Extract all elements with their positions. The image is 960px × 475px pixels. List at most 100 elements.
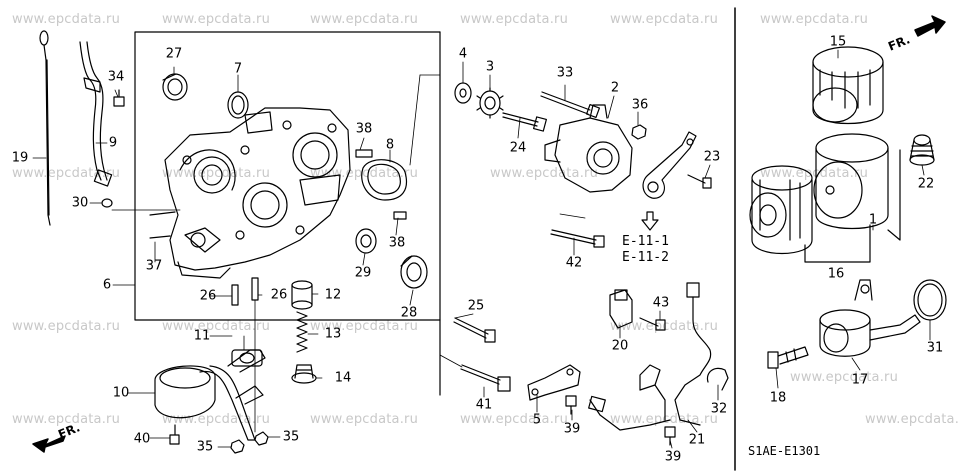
seal-29 bbox=[355, 228, 377, 254]
callout-4[interactable]: 4 bbox=[458, 46, 468, 62]
callout-5[interactable]: 5 bbox=[532, 412, 542, 428]
watermark: www.epcdata.ru bbox=[760, 166, 869, 181]
callout-26[interactable]: 26 bbox=[270, 287, 288, 303]
reference-e-11-1[interactable]: E-11-1 bbox=[622, 234, 669, 249]
callout-7[interactable]: 7 bbox=[233, 61, 243, 77]
nipple-22 bbox=[909, 134, 935, 166]
bolt-42 bbox=[550, 229, 605, 248]
oil-pump-housing bbox=[149, 107, 351, 279]
callout-3[interactable]: 3 bbox=[485, 59, 495, 75]
callout-1[interactable]: 1 bbox=[868, 212, 878, 228]
spring-13 bbox=[296, 311, 308, 353]
callout-39[interactable]: 39 bbox=[664, 449, 682, 465]
water-pump-2 bbox=[544, 104, 633, 193]
callout-21[interactable]: 21 bbox=[688, 432, 706, 448]
bolt-34 bbox=[113, 89, 125, 107]
pin-26b bbox=[251, 277, 259, 301]
watermark: www.epcdata.ru bbox=[865, 412, 960, 427]
callout-32[interactable]: 32 bbox=[710, 401, 728, 417]
callout-31[interactable]: 31 bbox=[926, 340, 944, 356]
watermark: www.epcdata.ru bbox=[12, 166, 121, 181]
callout-38[interactable]: 38 bbox=[388, 235, 406, 251]
watermark: www.epcdata.ru bbox=[12, 319, 121, 334]
callout-19[interactable]: 19 bbox=[11, 150, 29, 166]
watermark: www.epcdata.ru bbox=[610, 12, 719, 27]
callout-9[interactable]: 9 bbox=[108, 135, 118, 151]
callout-24[interactable]: 24 bbox=[509, 140, 527, 156]
bolt-43 bbox=[639, 317, 666, 331]
gasket-11 bbox=[231, 349, 263, 367]
assembly-frame bbox=[134, 31, 441, 321]
callout-22[interactable]: 22 bbox=[917, 176, 935, 192]
callout-41[interactable]: 41 bbox=[475, 397, 493, 413]
watermark: www.epcdata.ru bbox=[12, 412, 121, 427]
callout-34[interactable]: 34 bbox=[107, 69, 125, 85]
watermark: www.epcdata.ru bbox=[760, 12, 869, 27]
callout-25[interactable]: 25 bbox=[467, 298, 485, 314]
callout-10[interactable]: 10 bbox=[112, 385, 130, 401]
dowel-38b bbox=[393, 211, 407, 220]
callout-38[interactable]: 38 bbox=[355, 121, 373, 137]
callout-12[interactable]: 12 bbox=[324, 287, 342, 303]
bolt-24 bbox=[502, 112, 547, 132]
watermark: www.epcdata.ru bbox=[310, 12, 419, 27]
bolt-41 bbox=[460, 364, 511, 392]
dipstick bbox=[39, 30, 51, 226]
callout-40[interactable]: 40 bbox=[133, 431, 151, 447]
callout-18[interactable]: 18 bbox=[769, 390, 787, 406]
callout-42[interactable]: 42 bbox=[565, 255, 583, 271]
bolt-14 bbox=[291, 364, 317, 384]
callout-14[interactable]: 14 bbox=[334, 370, 352, 386]
callout-23[interactable]: 23 bbox=[703, 149, 721, 165]
dipstick-tube bbox=[79, 41, 113, 187]
callout-43[interactable]: 43 bbox=[652, 295, 670, 311]
callout-27[interactable]: 27 bbox=[165, 46, 183, 62]
callout-20[interactable]: 20 bbox=[611, 338, 629, 354]
watermark: www.epcdata.ru bbox=[310, 166, 419, 181]
bolt-25 bbox=[453, 317, 496, 343]
watermark: www.epcdata.ru bbox=[162, 412, 271, 427]
callout-37[interactable]: 37 bbox=[145, 258, 163, 274]
callout-16[interactable]: 16 bbox=[827, 266, 845, 282]
callout-11[interactable]: 11 bbox=[193, 328, 211, 344]
callout-35[interactable]: 35 bbox=[282, 429, 300, 445]
group-bracket-16 bbox=[804, 149, 901, 263]
watermark: www.epcdata.ru bbox=[460, 412, 569, 427]
callout-36[interactable]: 36 bbox=[631, 97, 649, 113]
watermark: www.epcdata.ru bbox=[310, 412, 419, 427]
bracket-20 bbox=[609, 289, 633, 329]
watermark: www.epcdata.ru bbox=[162, 166, 271, 181]
bolt-39b bbox=[664, 426, 676, 446]
callout-33[interactable]: 33 bbox=[556, 65, 574, 81]
washer-30 bbox=[101, 198, 113, 208]
o-ring-31 bbox=[913, 279, 947, 321]
reference-arrow bbox=[641, 211, 659, 231]
oil-filter-1 bbox=[813, 133, 889, 229]
watermark: www.epcdata.ru bbox=[460, 12, 569, 27]
gear-3 bbox=[476, 87, 504, 119]
reference-e-11-2[interactable]: E-11-2 bbox=[622, 250, 669, 265]
oil-cooler-17 bbox=[819, 279, 921, 357]
callout-13[interactable]: 13 bbox=[324, 326, 342, 342]
callout-6[interactable]: 6 bbox=[102, 277, 112, 293]
seal-28 bbox=[400, 255, 428, 289]
callout-15[interactable]: 15 bbox=[829, 34, 847, 50]
callout-17[interactable]: 17 bbox=[851, 372, 869, 388]
leader-lines bbox=[32, 49, 931, 449]
callout-35[interactable]: 35 bbox=[196, 439, 214, 455]
diagram-code: S1AE-E1301 bbox=[748, 444, 821, 458]
callout-29[interactable]: 29 bbox=[354, 265, 372, 281]
bolt-23 bbox=[687, 174, 712, 189]
callout-8[interactable]: 8 bbox=[385, 137, 395, 153]
callout-2[interactable]: 2 bbox=[610, 80, 620, 96]
callout-28[interactable]: 28 bbox=[400, 305, 418, 321]
pin-26a bbox=[231, 284, 239, 306]
callout-39[interactable]: 39 bbox=[563, 421, 581, 437]
fr-arrow-top-right bbox=[914, 15, 946, 37]
callout-30[interactable]: 30 bbox=[71, 195, 89, 211]
oil-filter-15 bbox=[812, 46, 884, 124]
gasket-8 bbox=[361, 159, 407, 201]
watermark: www.epcdata.ru bbox=[310, 319, 419, 334]
callout-26[interactable]: 26 bbox=[199, 288, 217, 304]
